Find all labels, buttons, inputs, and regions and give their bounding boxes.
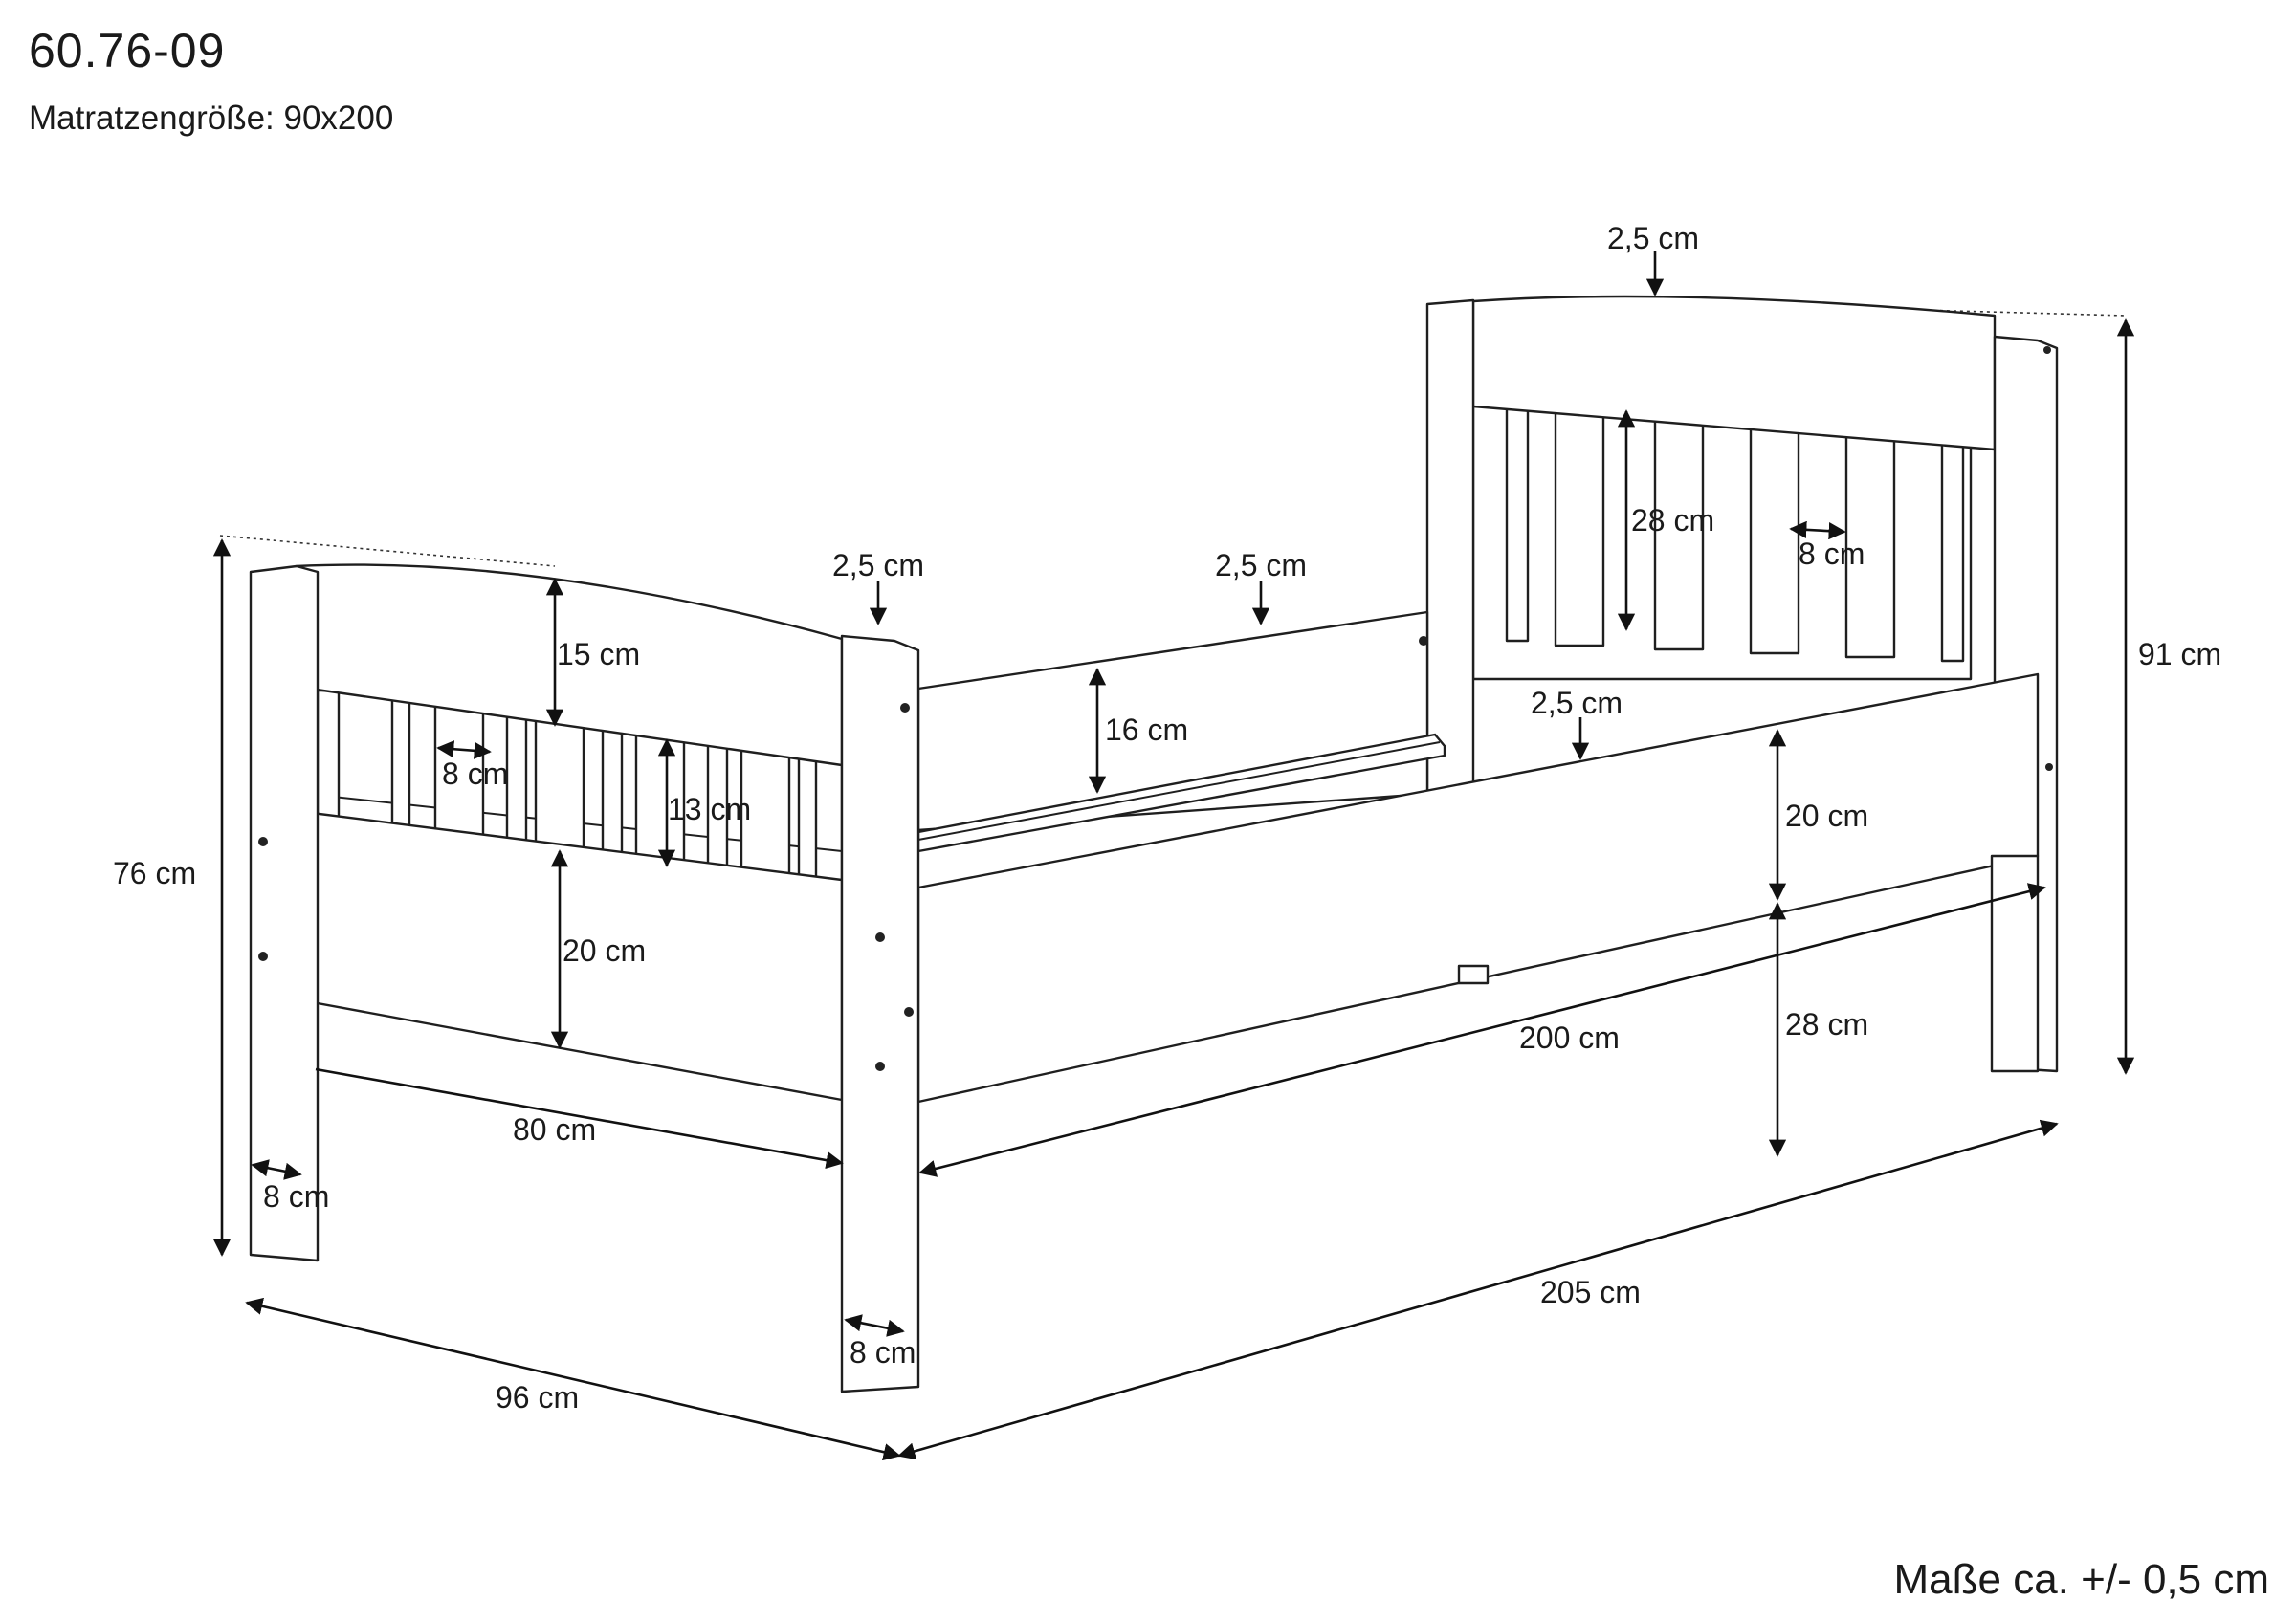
label-inner-width: 80 cm [513, 1112, 596, 1147]
label-head-total-height: 91 cm [2138, 637, 2221, 671]
label-outer-length: 205 cm [1540, 1275, 1641, 1309]
label-head-slat-height: 28 cm [1631, 503, 1714, 537]
label-clearance: 28 cm [1785, 1007, 1868, 1042]
label-foot-rail-height: 20 cm [563, 933, 646, 968]
label-foot-total-height: 76 cm [113, 856, 196, 890]
dimension-lines [212, 251, 2135, 1461]
footboard-top-panel [295, 563, 844, 767]
label-slat-support-height: 16 cm [1105, 713, 1188, 747]
label-foot-slat-width: 8 cm [442, 757, 508, 791]
label-side-thickness-left: 2,5 cm [832, 548, 924, 582]
label-side-thickness-right: 2,5 cm [1531, 686, 1623, 720]
headboard-post-left [1425, 298, 1475, 799]
headboard-slat [1505, 405, 1530, 643]
label-foot-slat-height: 13 cm [668, 792, 751, 826]
label-inner-length: 200 cm [1519, 1020, 1620, 1055]
label-side-thickness-mid: 2,5 cm [1215, 548, 1307, 582]
headboard-slat [1749, 417, 1800, 655]
tolerance-note: Maße ca. +/- 0,5 cm [1893, 1556, 2269, 1603]
label-post-width-left: 8 cm [263, 1179, 329, 1214]
headboard-leg-front [1990, 854, 2040, 1073]
headboard-slat [1940, 425, 1965, 663]
far-side-rail [916, 610, 1446, 853]
headboard-top-panel [1471, 295, 1997, 451]
center-support-foot [1457, 964, 1490, 985]
footboard-reference-line [219, 535, 556, 567]
label-post-width-front: 8 cm [850, 1335, 916, 1370]
headboard-slat-field [1471, 400, 1973, 681]
label-head-slat-width: 8 cm [1799, 537, 1865, 571]
headboard-slat [1554, 409, 1605, 647]
dimension-labels: 2,5 cm 91 cm 28 cm 8 cm 2,5 cm 2,5 cm 2,… [113, 221, 2221, 1415]
label-outer-width: 96 cm [496, 1380, 579, 1415]
label-foot-top-height: 15 cm [557, 637, 640, 671]
label-head-thickness: 2,5 cm [1607, 221, 1699, 255]
label-side-rail-height: 20 cm [1785, 799, 1868, 833]
footboard-post-left [249, 564, 320, 1262]
model-number: 60.76-09 [29, 24, 226, 77]
mattress-size: Matratzengröße: 90x200 [29, 99, 394, 137]
